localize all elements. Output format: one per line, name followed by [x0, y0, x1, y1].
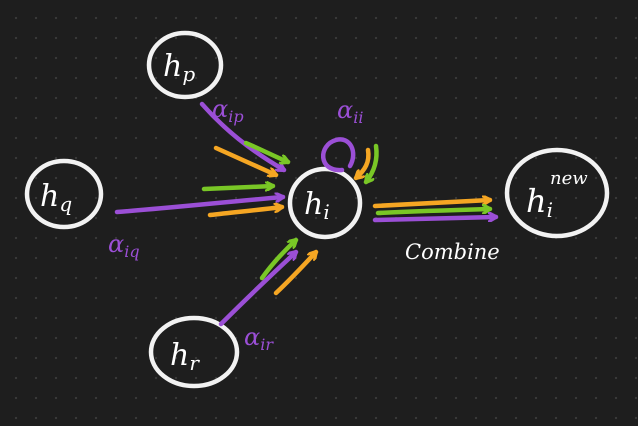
label-alpha-ip: αip	[212, 95, 244, 126]
label-alpha-ii-sub: ii	[353, 108, 363, 127]
label-alpha-ii: αii	[337, 96, 363, 127]
arrows-from-hq	[114, 186, 283, 218]
node-hi-sub: i	[323, 200, 329, 224]
arrow-hq-green	[201, 186, 276, 189]
svg-text:hi: hi	[304, 187, 330, 224]
combine-arrow-green	[375, 209, 493, 216]
label-alpha-iq-sub: iq	[124, 242, 139, 261]
node-hnew-sup: new	[550, 168, 588, 189]
combine-arrow-purple	[372, 217, 499, 223]
svg-text:hp: hp	[163, 49, 195, 86]
arrow-hr-orange	[273, 252, 316, 296]
label-alpha-ip-greek: α	[212, 95, 228, 123]
node-hp-base: h	[163, 49, 182, 84]
svg-text:hi: hi	[526, 182, 553, 222]
node-hi-new: hi new	[504, 147, 610, 239]
arrow-hp-orange	[213, 145, 276, 175]
node-hi: hi	[287, 166, 363, 240]
arrow-hq-purple	[114, 197, 283, 215]
node-hr-sub: r	[189, 351, 200, 375]
node-hq: hq	[24, 158, 104, 230]
combine-arrows	[372, 200, 499, 223]
arrow-hp-purple	[199, 101, 284, 173]
combine-arrow-orange	[372, 200, 493, 209]
label-alpha-ii-greek: α	[337, 96, 353, 124]
node-hnew-sub: i	[547, 198, 553, 222]
node-hi-base: h	[304, 187, 323, 222]
self-loop-hi	[320, 137, 379, 182]
node-hp-sub: p	[182, 62, 195, 86]
node-hr-base: h	[170, 338, 189, 373]
label-alpha-ir-sub: ir	[260, 335, 274, 354]
node-hq-base: h	[40, 179, 59, 214]
self-loop-green	[366, 143, 379, 182]
node-hnew-base: h	[526, 182, 547, 220]
arrow-hp-green	[243, 140, 288, 162]
node-hp: hp	[146, 30, 224, 100]
node-hq-sub: q	[59, 192, 72, 216]
svg-text:hq: hq	[40, 179, 72, 216]
label-alpha-iq: αiq	[108, 230, 140, 261]
combine-label: Combine	[405, 240, 500, 264]
self-loop-purple	[320, 137, 356, 173]
label-alpha-ir-greek: α	[244, 323, 260, 351]
arrows-from-hr	[218, 240, 316, 327]
node-hr: hr	[148, 315, 240, 389]
self-loop-orange	[356, 147, 371, 178]
arrow-hr-purple	[218, 252, 296, 327]
svg-text:hr: hr	[170, 338, 200, 375]
arrows-from-hp	[199, 101, 288, 175]
label-alpha-ip-sub: ip	[228, 107, 243, 126]
label-alpha-ir: αir	[244, 323, 274, 354]
arrow-hr-green	[259, 240, 296, 281]
label-alpha-iq-greek: α	[108, 230, 124, 258]
arrow-hq-orange	[207, 207, 282, 218]
